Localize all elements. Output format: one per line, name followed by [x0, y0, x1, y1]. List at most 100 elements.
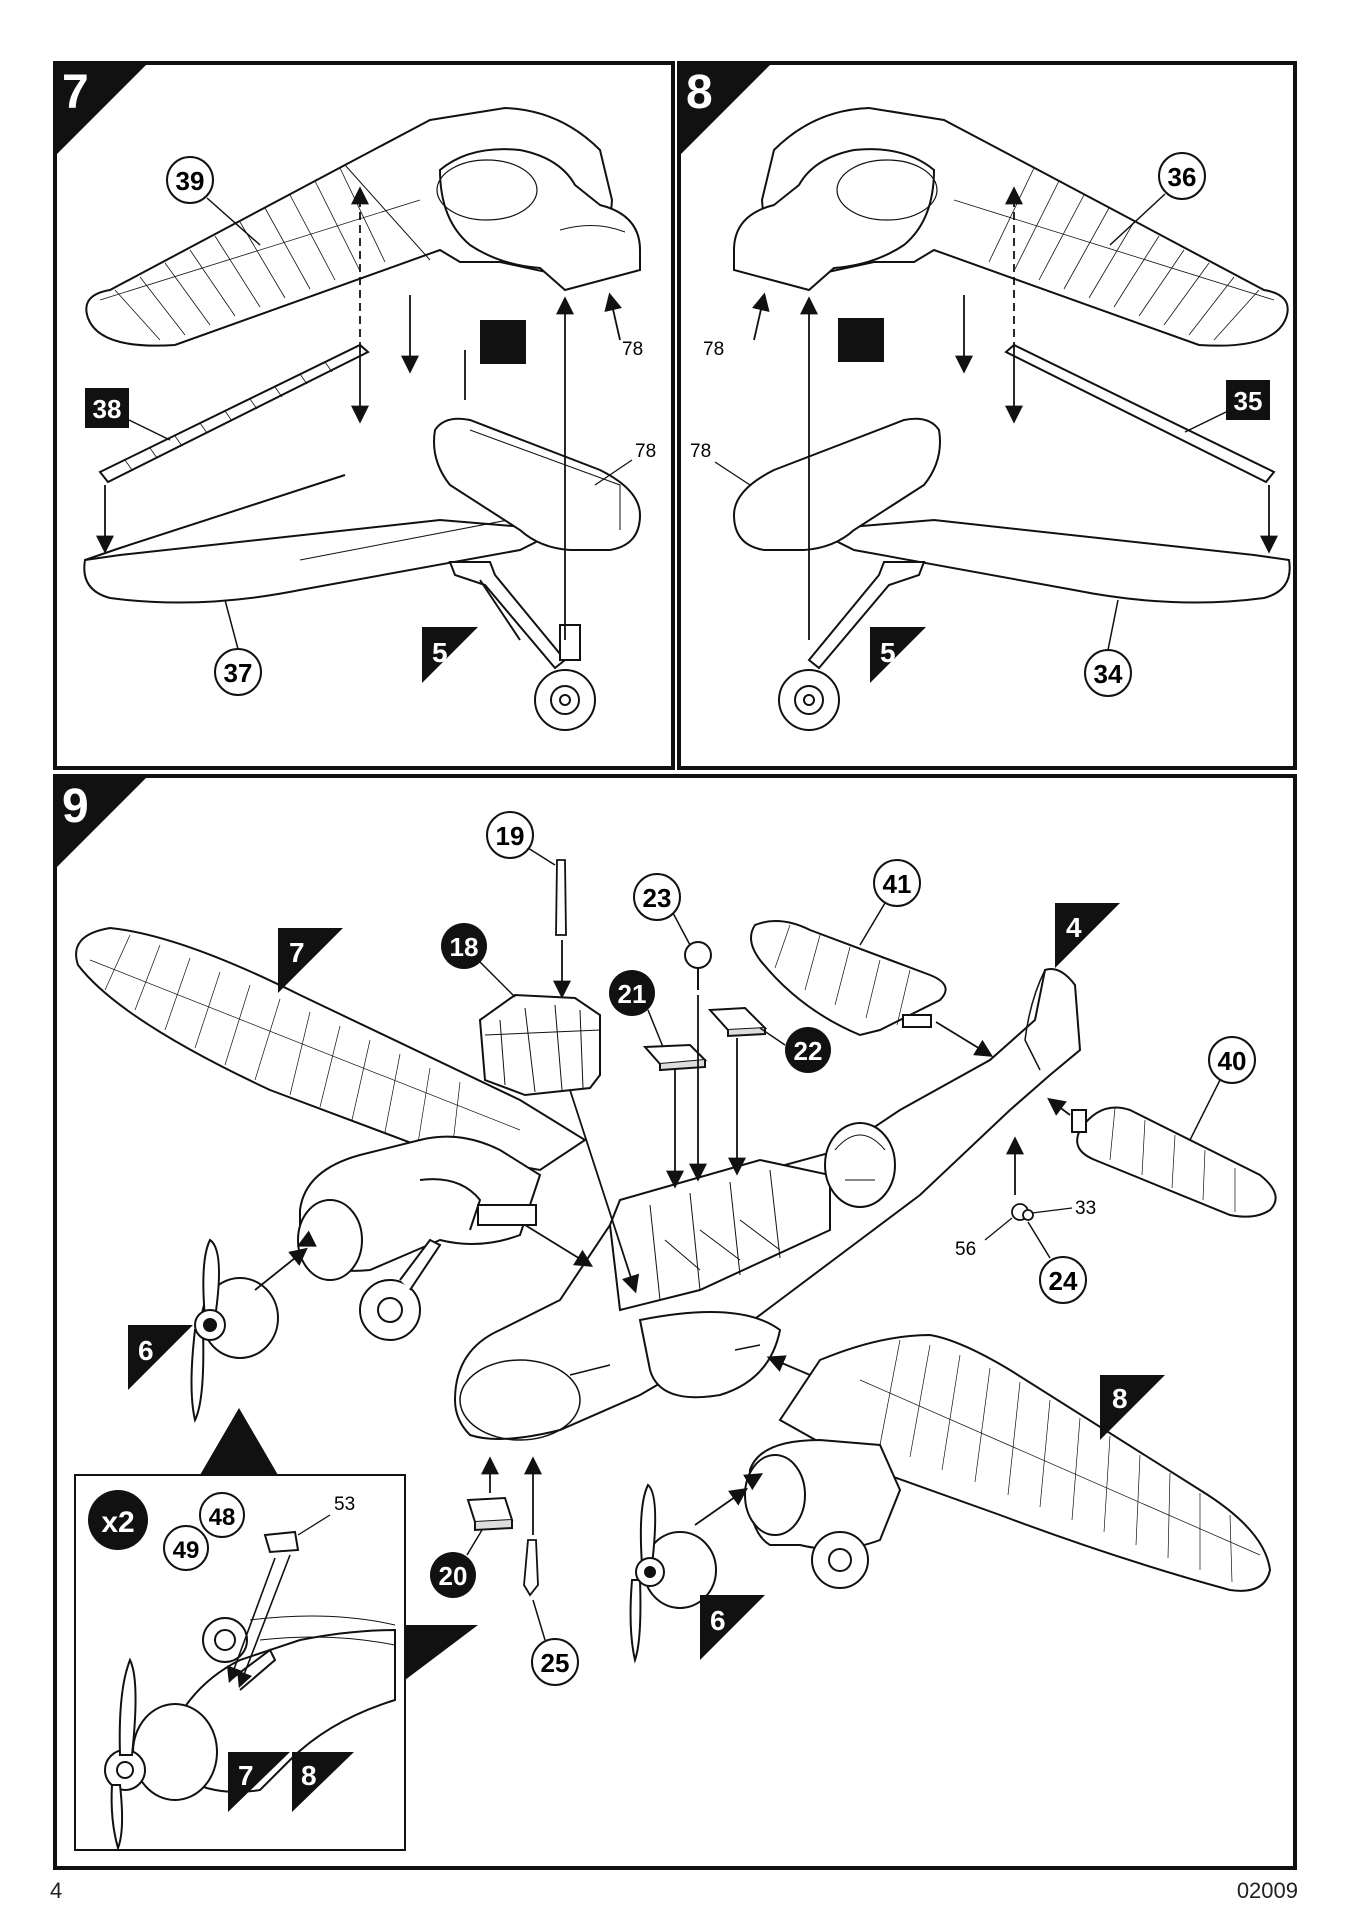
step-9-panel: 9 — [53, 774, 1297, 1870]
loop-antenna-part — [684, 941, 712, 990]
callout-24: 24 — [1027, 1221, 1087, 1304]
inset-multiplier: x2 — [101, 1506, 134, 1539]
callout-20: 20 — [430, 1529, 483, 1598]
canopy-part — [478, 993, 601, 1097]
right-propeller — [629, 1483, 717, 1664]
step-ref-8-inset: 8 — [292, 1752, 354, 1812]
svg-text:5: 5 — [432, 637, 448, 668]
step-number: 8 — [686, 66, 713, 119]
hatch-part-left — [642, 1043, 708, 1072]
svg-text:41: 41 — [883, 869, 912, 899]
svg-text:37: 37 — [224, 658, 253, 688]
left-propeller — [190, 1238, 279, 1423]
svg-text:22: 22 — [794, 1036, 823, 1066]
callout-56: 56 — [955, 1239, 976, 1260]
step-7-panel: 7 — [53, 61, 675, 770]
step-ref-6-left: 6 — [128, 1325, 193, 1390]
assembly-arrows — [254, 940, 1071, 1535]
glue-mark-square — [838, 318, 884, 362]
callout-35: 35 — [1184, 380, 1270, 433]
upper-wing-left — [85, 106, 641, 347]
inset-pointer-right — [405, 1625, 478, 1680]
svg-text:48: 48 — [209, 1504, 236, 1531]
svg-text:40: 40 — [1218, 1046, 1247, 1076]
callout-41: 41 — [859, 859, 921, 946]
antenna-part — [555, 859, 567, 936]
step-ref-8: 8 — [1100, 1375, 1165, 1440]
callout-34: 34 — [1084, 599, 1132, 697]
callout-18: 18 — [441, 923, 516, 998]
landing-gear — [448, 561, 596, 731]
svg-text:19: 19 — [496, 821, 525, 851]
callout-78-b: 78 — [635, 441, 656, 462]
step-9-badge: 9 — [55, 776, 148, 869]
callout-53: 53 — [334, 1494, 355, 1515]
callout-25: 25 — [531, 1599, 579, 1686]
callout-37: 37 — [214, 599, 262, 696]
tailplane-right — [1071, 1106, 1277, 1218]
nose-part — [466, 1496, 514, 1532]
callout-33: 33 — [1075, 1198, 1096, 1219]
right-wing — [744, 1333, 1272, 1592]
svg-text:18: 18 — [450, 932, 479, 962]
lower-wing — [83, 417, 642, 604]
step-ref-5: 5 — [870, 627, 926, 683]
step-7-badge: 7 — [55, 63, 148, 156]
step-ref-7: 7 — [278, 928, 343, 993]
svg-text:7: 7 — [238, 1760, 254, 1791]
step-ref-7-inset: 7 — [228, 1752, 290, 1812]
pitot-part — [523, 1539, 539, 1597]
step-number: 9 — [62, 780, 89, 833]
svg-text:4: 4 — [1066, 912, 1082, 943]
callout-40: 40 — [1189, 1036, 1256, 1141]
svg-text:5: 5 — [880, 637, 896, 668]
step-8-badge: 8 — [679, 63, 772, 156]
callout-22: 22 — [759, 1027, 831, 1073]
svg-text:23: 23 — [643, 883, 672, 913]
svg-text:21: 21 — [618, 979, 647, 1009]
svg-text:7: 7 — [289, 937, 305, 968]
flap-part — [98, 343, 370, 484]
assembly-arrows — [96, 186, 622, 640]
callout-23: 23 — [633, 873, 691, 946]
step-ref-4: 4 — [1055, 903, 1120, 968]
step-ref-5: 5 — [422, 627, 478, 683]
svg-text:6: 6 — [138, 1335, 154, 1366]
glue-mark-square — [480, 320, 526, 364]
step-8-panel: 8 — [677, 61, 1297, 770]
svg-text:6: 6 — [710, 1605, 726, 1636]
svg-text:25: 25 — [541, 1648, 570, 1678]
callout-21: 21 — [609, 970, 664, 1048]
svg-text:8: 8 — [1112, 1383, 1128, 1414]
callout-78-a: 78 — [622, 339, 643, 360]
callout-78-a: 78 — [703, 339, 724, 360]
callout-48: 48 — [199, 1492, 245, 1538]
svg-text:38: 38 — [93, 394, 122, 424]
inset-pointer-up — [200, 1408, 278, 1475]
wing-tab — [477, 1204, 537, 1226]
svg-text:39: 39 — [176, 166, 205, 196]
svg-text:35: 35 — [1234, 386, 1263, 416]
callout-39: 39 — [166, 156, 261, 246]
kit-code: 02009 — [1236, 1878, 1298, 1903]
svg-text:8: 8 — [301, 1760, 317, 1791]
tailwheel-parts — [1011, 1203, 1034, 1221]
svg-text:49: 49 — [173, 1537, 200, 1564]
page-number: 4 — [50, 1878, 63, 1903]
svg-text:36: 36 — [1168, 162, 1197, 192]
inset-x2: x2 48 — [74, 1474, 478, 1852]
callout-19: 19 — [486, 811, 556, 866]
svg-text:34: 34 — [1094, 659, 1123, 689]
fuselage — [453, 968, 1082, 1441]
callout-36: 36 — [1109, 152, 1206, 246]
tailplane-left — [750, 920, 947, 1037]
step-ref-6-right: 6 — [700, 1595, 765, 1660]
svg-text:24: 24 — [1049, 1266, 1078, 1296]
callout-38: 38 — [85, 388, 171, 441]
step-number: 7 — [62, 66, 89, 119]
svg-text:20: 20 — [439, 1561, 468, 1591]
left-wing — [75, 926, 587, 1341]
callout-78-b: 78 — [690, 441, 711, 462]
callout-49: 49 — [163, 1525, 209, 1571]
